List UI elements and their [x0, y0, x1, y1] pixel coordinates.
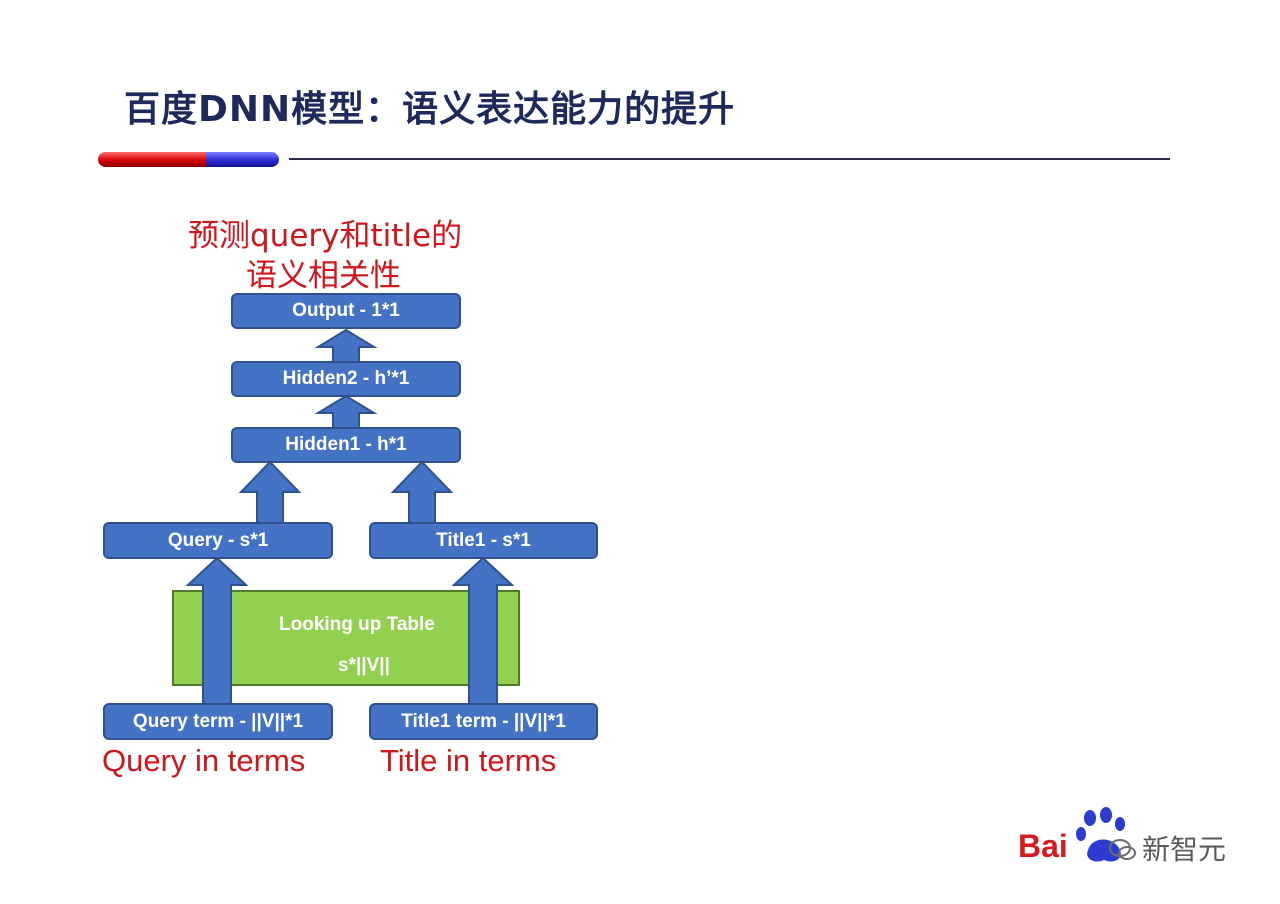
lookup-table-label: Looking up Table — [279, 614, 435, 635]
lookup-table-size: s*||V|| — [338, 655, 390, 676]
node-hidden1: Hidden1 - h*1 — [231, 427, 461, 463]
title-underline-blue-bar — [206, 152, 279, 167]
top-caption-line2: 语义相关性 — [246, 258, 401, 294]
node-title1-term: Title1 term - ||V||*1 — [369, 703, 598, 740]
arrow-title1-to-hidden1 — [390, 460, 454, 524]
title-underline-red-bar — [98, 152, 208, 167]
caption-title-in-terms: Title in terms — [380, 743, 557, 778]
title-rule-line — [289, 158, 1170, 160]
baidu-paw-icon — [1076, 807, 1125, 862]
node-output: Output - 1*1 — [231, 293, 461, 329]
arrow-queryterm-to-query — [185, 556, 249, 705]
caption-query-in-terms: Query in terms — [102, 743, 306, 778]
arrow-hidden1-to-hidden2 — [314, 394, 378, 429]
watermark-text: 新智元 — [1142, 833, 1227, 866]
baidu-logo-text: Bai — [1018, 828, 1068, 864]
node-query: Query - s*1 — [103, 522, 333, 559]
arrow-title1term-to-title1 — [451, 556, 515, 705]
wechat-icon — [1109, 839, 1136, 860]
top-caption-line1: 预测query和title的 — [188, 218, 463, 254]
arrow-query-to-hidden1 — [238, 460, 302, 524]
arrow-hidden2-to-output — [314, 328, 378, 363]
node-query-term: Query term - ||V||*1 — [103, 703, 333, 740]
slide-title: 百度DNN模型：语义表达能力的提升 — [124, 89, 736, 130]
node-title1: Title1 - s*1 — [369, 522, 598, 559]
node-hidden2: Hidden2 - h’*1 — [231, 361, 461, 397]
